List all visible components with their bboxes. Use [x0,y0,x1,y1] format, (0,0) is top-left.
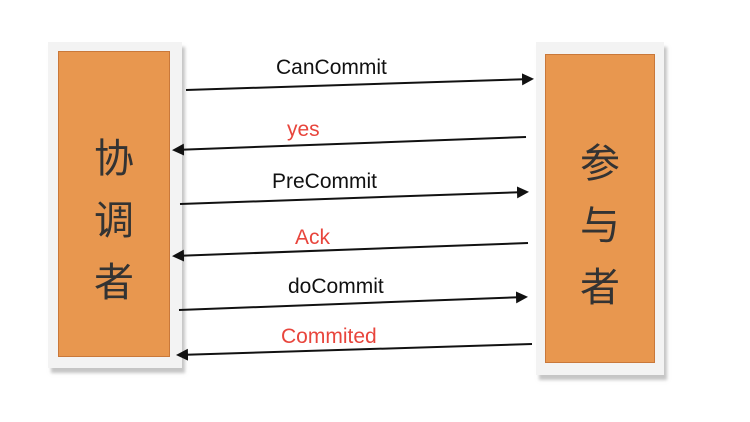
participant-label: 参 与 者 [546,133,654,319]
coordinator-box: 协 调 者 [58,51,170,357]
arrow-commited [176,343,533,361]
participant-char: 与 [580,203,620,249]
coordinator-char: 协 [94,136,134,182]
coordinator-label: 协 调 者 [59,128,169,314]
message-label-docommit: doCommit [288,275,384,298]
message-label-ack: Ack [295,226,331,249]
participant-char: 者 [580,265,620,311]
arrow-ack [172,242,529,262]
arrow-cancommit [185,73,534,91]
message-label-commited: Commited [281,325,377,348]
message-label-yes: yes [287,118,320,141]
participant-char: 参 [580,141,620,187]
participant-box: 参 与 者 [545,54,655,363]
arrow-docommit [178,291,528,311]
arrow-yes [172,136,527,156]
coordinator-char: 调 [94,198,134,244]
coordinator-char: 者 [94,260,134,306]
arrow-precommit [179,186,529,205]
message-label-cancommit: CanCommit [276,56,387,79]
message-label-precommit: PreCommit [272,170,378,193]
